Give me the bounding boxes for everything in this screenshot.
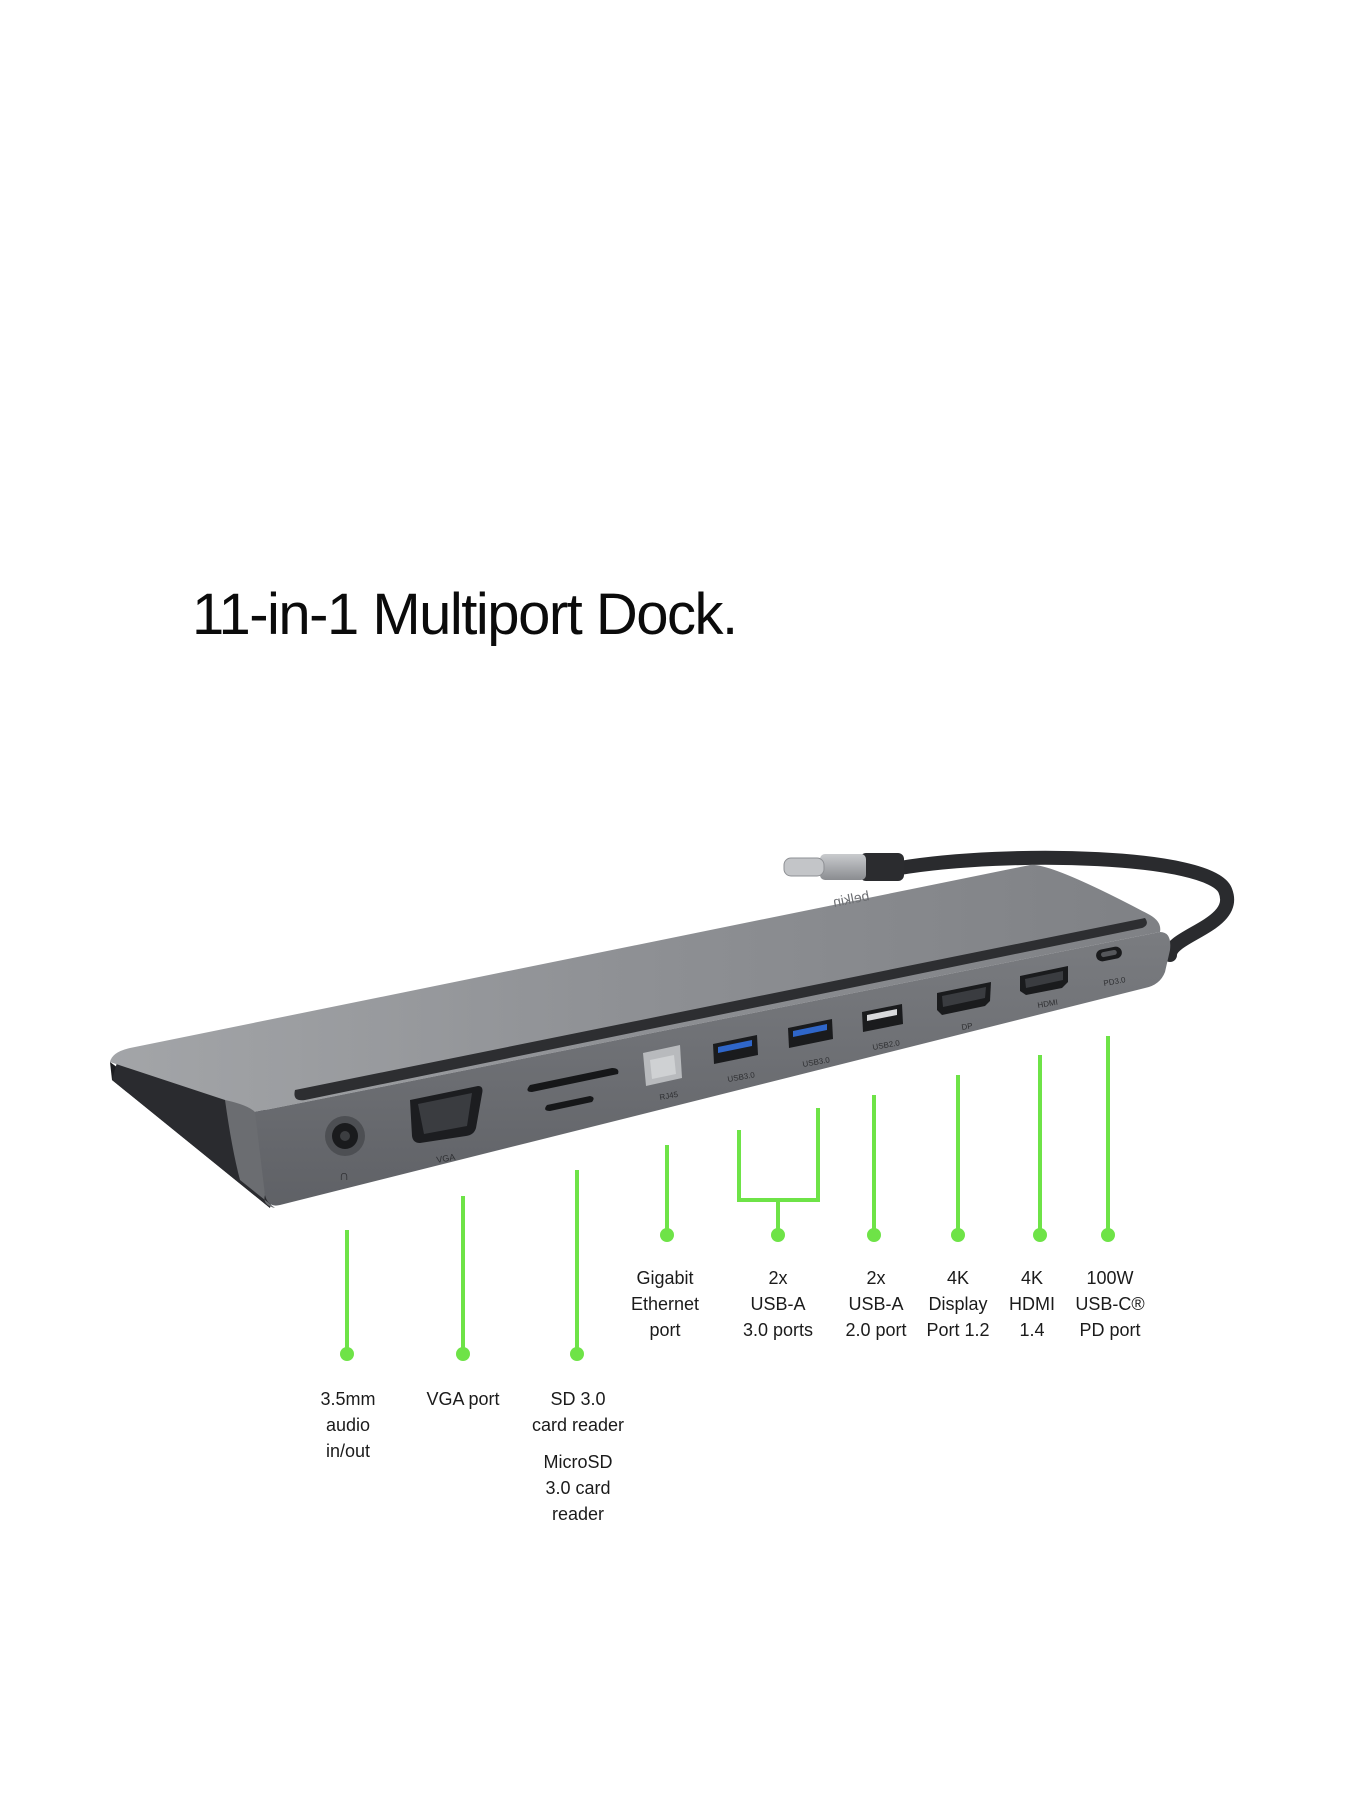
dock-body xyxy=(110,864,1171,1208)
callout-audio-line2: audio xyxy=(325,1415,371,1435)
callout-displayport-line3: Port 1.2 xyxy=(926,1320,990,1340)
callout-audio-line1: 3.5mm xyxy=(320,1389,376,1409)
callout-microsd: MicroSD 3.0 card reader xyxy=(543,1449,612,1527)
usb-c-cable xyxy=(783,850,1235,962)
callout-usb3: 2x USB-A 3.0 ports xyxy=(743,1265,813,1343)
callout-usb3-line2: USB-A xyxy=(750,1294,806,1314)
callout-hdmi: 4K HDMI 1.4 xyxy=(1009,1265,1055,1343)
vga-port-label: VGA xyxy=(436,1152,456,1165)
callout-vga: VGA port xyxy=(426,1386,499,1412)
callout-usb2: 2x USB-A 2.0 port xyxy=(845,1265,906,1343)
usb2-port xyxy=(862,1004,903,1032)
callout-hdmi-line1: 4K xyxy=(1020,1268,1044,1288)
callout-lines xyxy=(340,1036,1115,1361)
callout-ethernet-line2: Ethernet xyxy=(630,1294,700,1314)
callout-usb2-line2: USB-A xyxy=(848,1294,904,1314)
callout-microsd-line2: 3.0 card xyxy=(545,1478,611,1498)
callout-sd-line1: SD 3.0 xyxy=(550,1389,606,1409)
callout-vga-line1: VGA port xyxy=(426,1389,500,1409)
audio-jack xyxy=(325,1116,365,1156)
callout-ethernet: Gigabit Ethernet port xyxy=(631,1265,699,1343)
callout-usbc-line1: 100W xyxy=(1086,1268,1134,1288)
callout-usb2-line3: 2.0 port xyxy=(845,1320,907,1340)
callout-displayport-line2: Display xyxy=(928,1294,988,1314)
callout-sd-line2: card reader xyxy=(531,1415,625,1435)
callout-microsd-line3: reader xyxy=(551,1504,605,1524)
rj45-port xyxy=(643,1045,682,1086)
callout-displayport: 4K Display Port 1.2 xyxy=(926,1265,989,1343)
callout-audio-line3: in/out xyxy=(325,1441,371,1461)
hdmi-port xyxy=(1020,966,1068,995)
callout-hdmi-line3: 1.4 xyxy=(1019,1320,1045,1340)
callout-hdmi-line2: HDMI xyxy=(1009,1294,1055,1314)
sd-card-slot xyxy=(527,1068,619,1111)
pd-label: PD3.0 xyxy=(1103,975,1127,988)
callout-ethernet-line3: port xyxy=(649,1320,681,1340)
dp-label: DP xyxy=(961,1021,974,1032)
callout-usbc-line2: USB-C® xyxy=(1075,1294,1145,1314)
callout-microsd-line1: MicroSD xyxy=(543,1452,613,1472)
callout-ethernet-line1: Gigabit xyxy=(636,1268,694,1288)
callout-usb2-line1: 2x xyxy=(866,1268,886,1288)
usb3-port-1 xyxy=(713,1035,758,1064)
usb-c-pd-port xyxy=(1096,946,1122,962)
callout-usbc-line3: PD port xyxy=(1079,1320,1141,1340)
callout-usb3-line1: 2x xyxy=(768,1268,788,1288)
callout-usb3-line3: 3.0 ports xyxy=(742,1320,814,1340)
page-title: 11-in-1 Multiport Dock. xyxy=(192,582,738,647)
headphone-icon: ∩ xyxy=(339,1167,349,1183)
callout-sd: SD 3.0 card reader xyxy=(532,1386,624,1438)
callout-usbc: 100W USB-C® PD port xyxy=(1075,1265,1144,1343)
hdmi-label: HDMI xyxy=(1037,998,1059,1010)
brand-logo: belkin xyxy=(832,887,871,910)
callout-displayport-line1: 4K xyxy=(946,1268,970,1288)
rj45-label: RJ45 xyxy=(659,1090,679,1102)
vga-port xyxy=(410,1086,483,1143)
displayport-port xyxy=(937,982,991,1015)
usb3-port-2 xyxy=(788,1019,833,1048)
callout-audio: 3.5mm audio in/out xyxy=(320,1386,375,1464)
